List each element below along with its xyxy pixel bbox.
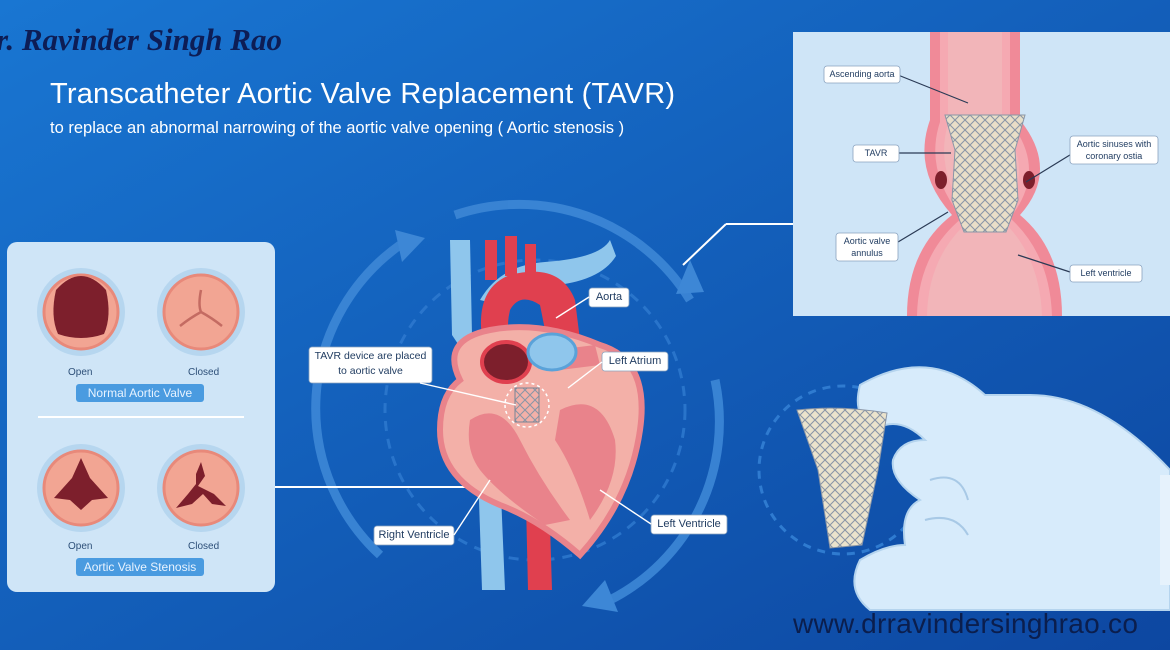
heart-anatomy — [436, 236, 645, 590]
cycle-arrows-decoration — [311, 199, 724, 605]
right-ventricle-label: Right Ventricle — [378, 529, 450, 541]
left-atrium-label: Left Atrium — [608, 355, 662, 367]
tavr-device-label-line2: to aortic valve — [338, 365, 403, 377]
tavr-inset-label: TAVR — [864, 148, 888, 158]
aorta-label: Aorta — [595, 291, 623, 303]
left-ventricle-label: Left Ventricle — [657, 518, 721, 530]
aortic-sinuses-line1: Aortic sinuses with — [1076, 139, 1152, 149]
author-name: r. Ravinder Singh Rao — [0, 22, 282, 57]
normal-open-label: Open — [68, 367, 93, 378]
aortic-valve-annulus-line2: annulus — [851, 248, 883, 258]
stenosis-closed-label: Closed — [188, 541, 220, 552]
normal-valve-caption: Normal Aortic Valve — [87, 386, 193, 400]
page-title: Transcatheter Aortic Valve Replacement (… — [50, 78, 676, 110]
stenosis-valve-caption: Aortic Valve Stenosis — [83, 560, 197, 574]
stenosis-open-label: Open — [68, 541, 93, 552]
ascending-aorta-label: Ascending aorta — [829, 69, 895, 79]
aorta-inset-panel — [682, 32, 1170, 316]
website-url[interactable]: www.drravindersinghrao.co — [793, 608, 1139, 639]
left-ventricle-inset-label: Left ventricle — [1080, 268, 1132, 278]
aortic-valve-annulus-line1: Aortic valve — [843, 236, 891, 246]
tavr-device-label-line1: TAVR device are placed — [314, 350, 427, 362]
hand-with-tavr-device — [757, 366, 1170, 611]
aortic-sinuses-line2: coronary ostia — [1085, 151, 1143, 161]
page-subtitle: to replace an abnormal narrowing of the … — [50, 119, 625, 137]
normal-closed-label: Closed — [188, 367, 220, 378]
valve-comparison-panel — [7, 242, 470, 592]
